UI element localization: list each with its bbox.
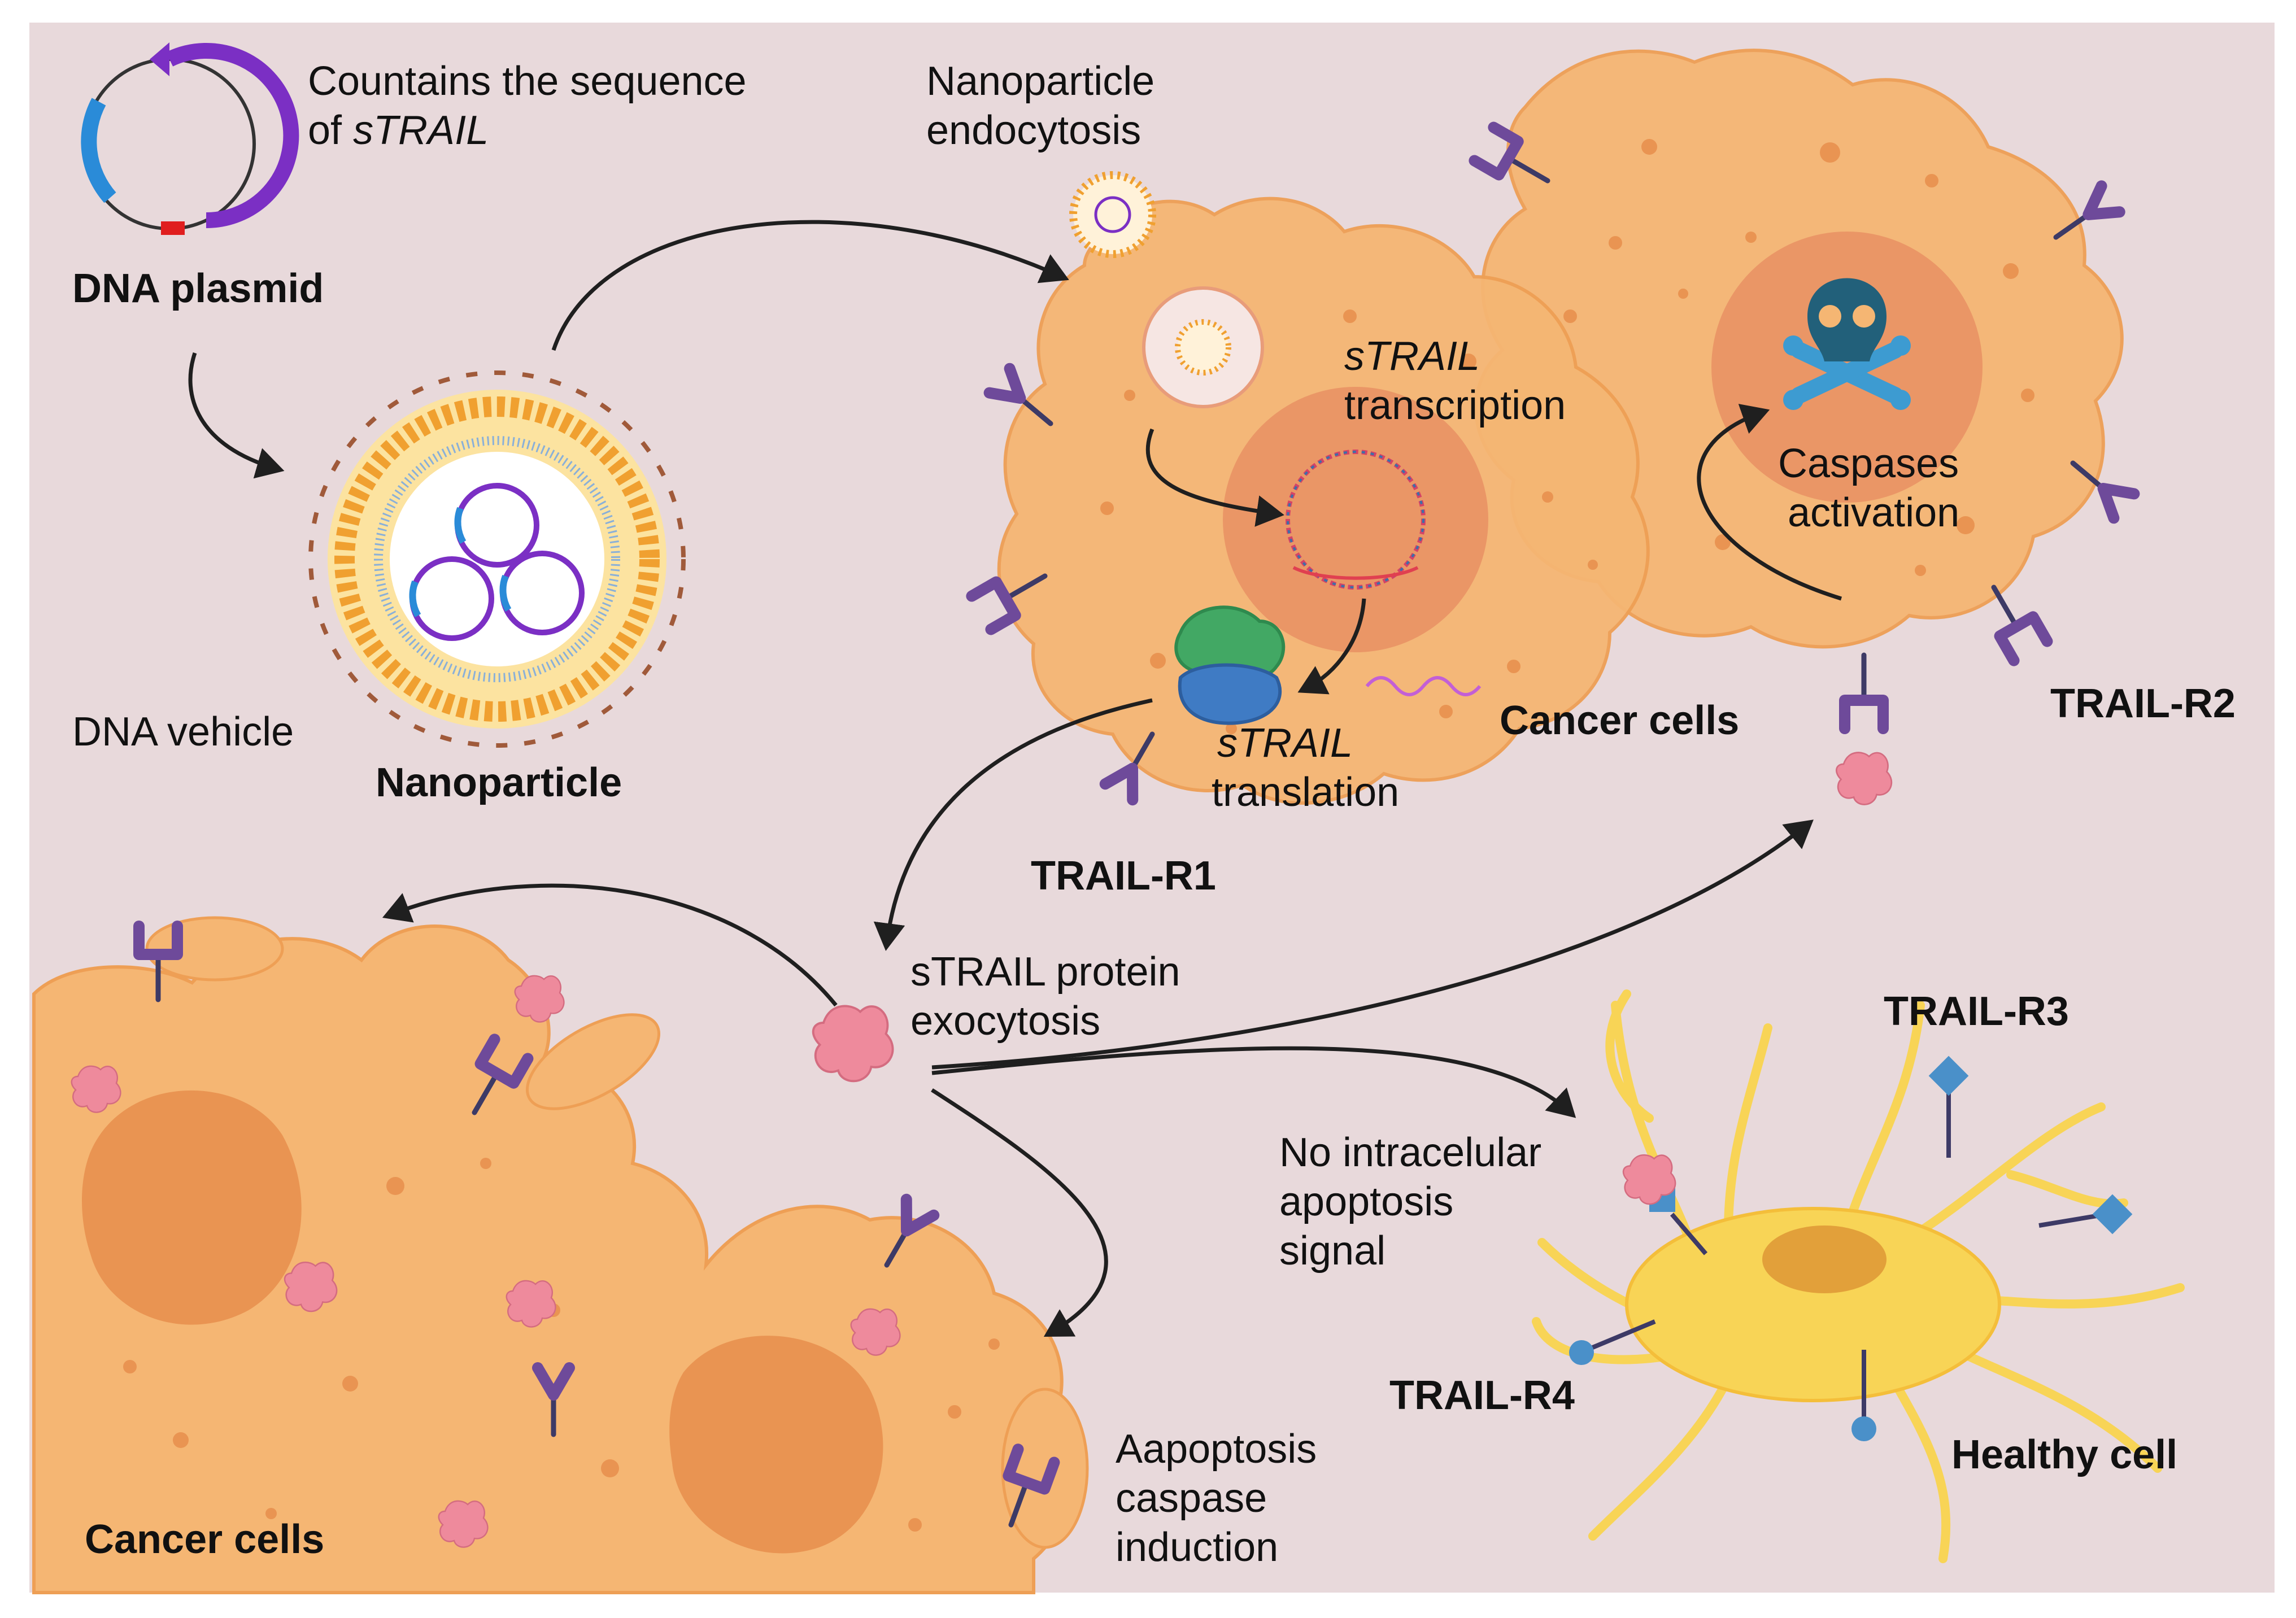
transcription-label-line2: transcription [1344,383,1566,428]
trail-r4-label: TRAIL-R4 [1389,1373,1575,1418]
endocytosis-label-line2: endocytosis [926,108,1141,153]
arrow-endosome-to-nucleus [1145,428,1284,527]
cancer-nucleus-left [1223,387,1488,652]
plasmid-description-line1: Countains the sequence [308,59,747,104]
nanoparticle-small-icon [1069,171,1156,258]
exocytosis-label-line1: sTRAIL protein [910,949,1180,995]
arrow-plasmid-to-nanoparticle [188,352,285,479]
translation-label-line1: sTRAIL [1217,721,1353,766]
arrow-to-trail-r2 [931,819,1814,1070]
exocytosis-label-line2: exocytosis [910,998,1100,1044]
apoptosis-label-line2: caspase [1116,1476,1267,1521]
apoptosis-label-line1: Aapoptosis [1116,1427,1317,1472]
nanoparticle-icon [308,370,686,748]
trail-r1-label: TRAIL-R1 [1031,853,1216,899]
caspases-label-line1: Caspases [1778,441,1959,486]
arrow-to-bottom-cells [382,883,838,1007]
cancer-cells-top-label: Cancer cells [1500,698,1739,743]
no-signal-label-line2: apoptosis [1279,1179,1453,1224]
no-signal-label-line3: signal [1279,1228,1386,1274]
decoy-receptor-icon [1569,1056,2133,1441]
arrow-to-healthy-cell [931,1046,1576,1118]
cancer-cells-bottom-label: Cancer cells [85,1517,324,1562]
transcription-label-line1: sTRAIL [1344,334,1480,379]
arrow-to-endocytosis [551,220,1069,351]
plasmid-icon [81,42,299,235]
trail-r3-label: TRAIL-R3 [1884,989,2069,1034]
endosome [1142,286,1264,408]
dna-loop-icon [1286,450,1426,590]
mrna-icon [1365,676,1482,696]
trail-r2-label: TRAIL-R2 [2050,681,2236,726]
skull-crossbones-icon [1783,278,1911,410]
nanoparticle-label: Nanoparticle [376,760,622,805]
arrow-to-caspases [1697,404,1842,601]
plasmid-description-line2: of sTRAIL [308,108,489,153]
arrow-to-apoptosis [931,1088,1108,1337]
dna-plasmid-label: DNA plasmid [72,266,324,311]
apoptosis-label-line3: induction [1116,1525,1278,1570]
dna-vehicle-label: DNA vehicle [72,709,294,755]
ribosome-icon [1174,605,1286,725]
caspases-label-line2: activation [1788,490,1959,535]
endocytosis-label-line1: Nanoparticle [926,59,1154,104]
arrow-nucleus-to-ribosome [1297,598,1366,695]
arrow-ribosome-to-exocytosis [873,698,1153,951]
neuron-icon [1532,989,2185,1563]
healthy-cell-label: Healthy cell [1951,1432,2177,1477]
cancer-cells-bottom [32,916,1089,1594]
translation-label-line2: translation [1212,770,1399,815]
no-signal-label-line1: No intracelular [1279,1130,1541,1175]
